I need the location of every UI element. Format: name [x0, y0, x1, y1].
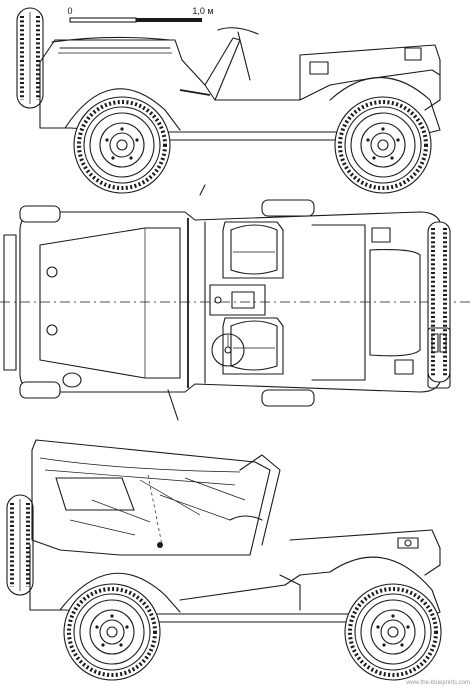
side-window [55, 477, 135, 511]
windshield [204, 37, 241, 101]
soft-top [31, 439, 271, 556]
hood [299, 44, 441, 76]
hood-panel [369, 249, 421, 357]
spare-wheel [15, 6, 45, 110]
steering-wheel [229, 515, 263, 521]
passenger-seat [222, 221, 284, 279]
steering-wheel-top [211, 333, 245, 367]
side-view-soft-top [5, 439, 443, 682]
top-view [0, 184, 474, 421]
scale-bar-start-label: 0 [67, 6, 72, 16]
rear-wheel [62, 582, 162, 682]
watermark-text: www.the-blueprints.com [405, 680, 470, 686]
scale-bar-end-label: 1,0 м [192, 6, 213, 16]
side-view [15, 6, 441, 195]
rear-wheel [72, 95, 172, 195]
spare-wheel [5, 493, 35, 597]
steering-wheel [217, 27, 259, 35]
front-wheel [343, 582, 443, 682]
scale-bar: 0 1,0 м [67, 6, 214, 23]
fuel-cap [62, 372, 82, 388]
front-wheel [333, 95, 433, 195]
